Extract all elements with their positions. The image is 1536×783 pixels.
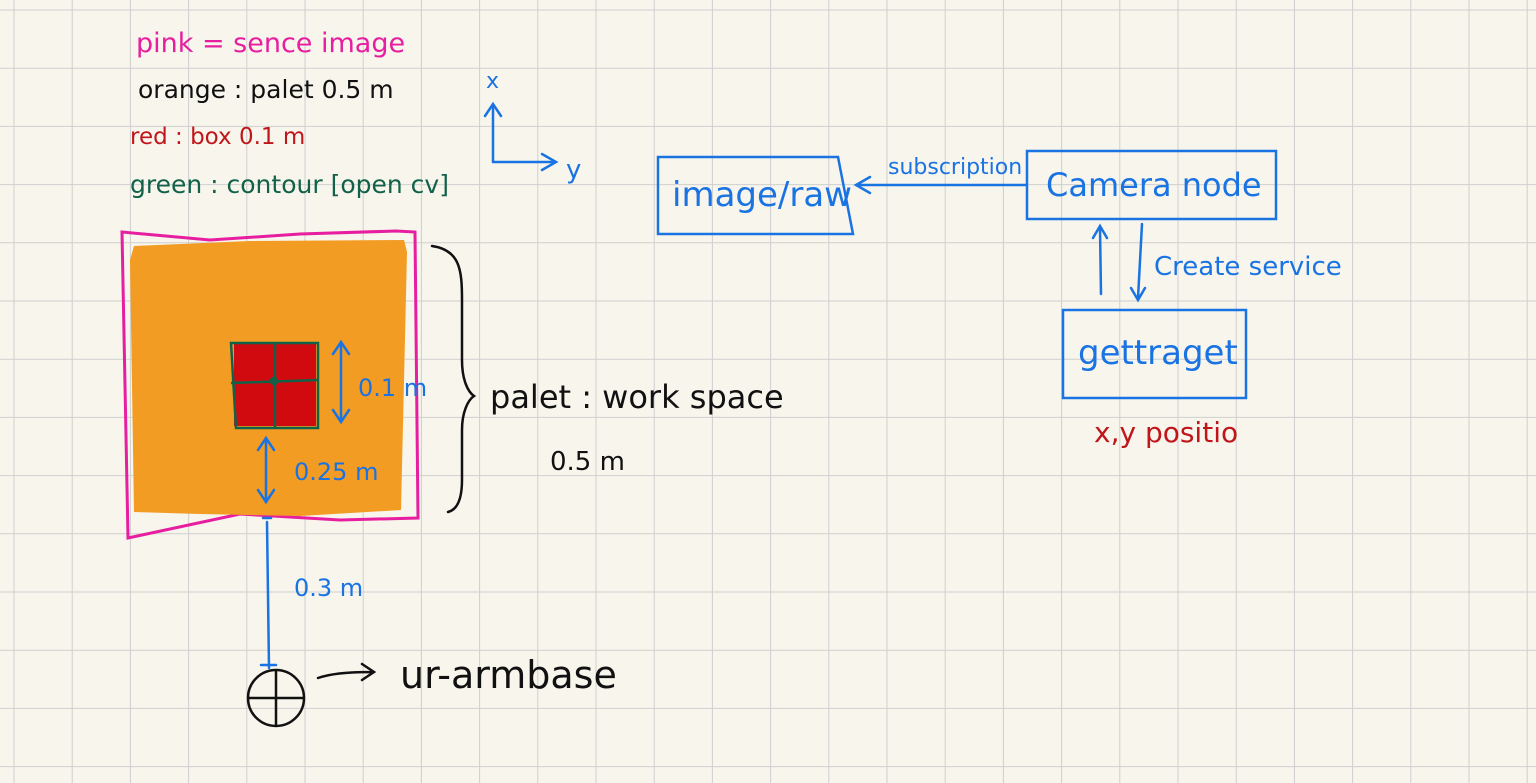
base-distance-label: 0.3 m	[294, 574, 363, 602]
axis-x-label: x	[486, 69, 499, 94]
subscription-arrow	[853, 175, 1028, 195]
legend-green: green : contour [open cv]	[130, 170, 449, 199]
legend-orange: orange : palet 0.5 m	[138, 75, 394, 104]
image-raw-node	[656, 155, 855, 236]
axis-y-label: y	[566, 155, 581, 185]
service-arrows	[1091, 222, 1147, 303]
gettraget-node	[1061, 308, 1248, 400]
green-contour	[229, 341, 320, 430]
camera-node-label: Camera node	[1046, 166, 1262, 204]
subscription-label: subscription	[888, 155, 1022, 180]
palet-brace	[430, 244, 477, 514]
legend-red: red : box 0.1 m	[130, 124, 305, 150]
axes-indicator	[483, 101, 559, 172]
camera-node	[1025, 149, 1278, 221]
palet-workspace-label: palet : work space	[490, 378, 784, 416]
scene-image-frame	[120, 229, 420, 540]
arm-base-symbol	[246, 668, 306, 728]
dimension-lines	[256, 339, 351, 670]
arm-base-label: ur-armbase	[400, 653, 617, 697]
gettraget-label: gettraget	[1078, 333, 1238, 373]
legend-pink: pink = sence image	[136, 28, 405, 59]
create-service-label: Create service	[1154, 252, 1342, 282]
offset-dimension-label: 0.25 m	[294, 458, 378, 486]
box-dimension-label: 0.1 m	[358, 374, 427, 402]
image-raw-label: image/raw	[672, 175, 852, 215]
palet-size-label: 0.5 m	[550, 447, 625, 477]
xy-position-label: x,y positio	[1094, 416, 1238, 449]
arm-base-arrow	[316, 662, 377, 682]
